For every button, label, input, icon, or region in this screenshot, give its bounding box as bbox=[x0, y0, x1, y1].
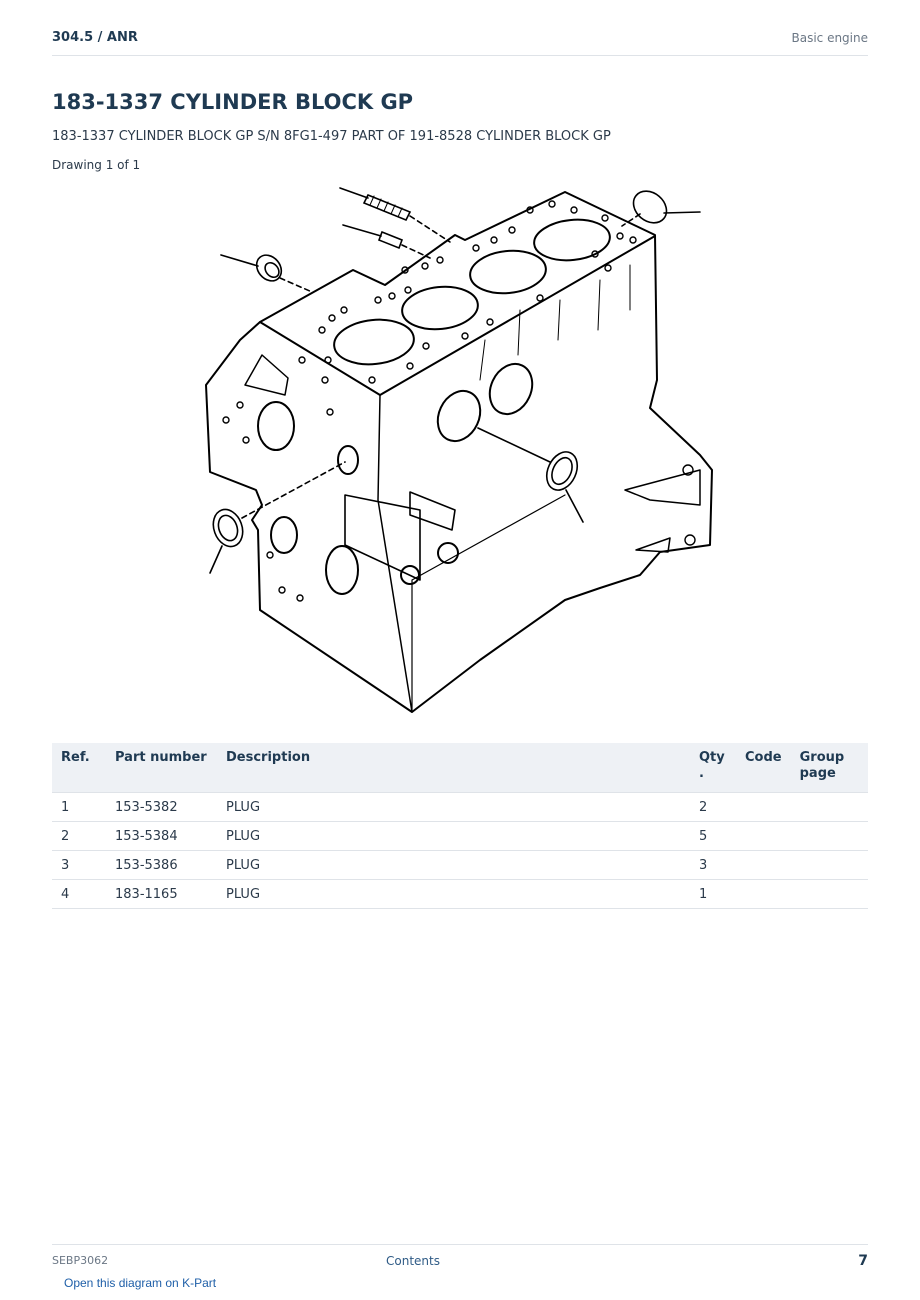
cylinder-block-diagram bbox=[205, 187, 713, 713]
cell-group-page bbox=[790, 792, 868, 822]
cell-group-page bbox=[790, 879, 868, 909]
col-header-ref: Ref. bbox=[52, 743, 106, 793]
cell-ref: 1 bbox=[52, 792, 106, 822]
cell-description: PLUG bbox=[217, 879, 690, 909]
page-header: 304.5 / ANR Basic engine bbox=[52, 28, 868, 56]
cell-code bbox=[736, 792, 791, 822]
table-row: 3 153-5386 PLUG 3 bbox=[52, 850, 868, 880]
cell-group-page bbox=[790, 821, 868, 851]
kpart-link[interactable]: Open this diagram on K-Part bbox=[64, 1276, 217, 1290]
document-id: SEBP3062 bbox=[52, 1254, 109, 1267]
cell-part-number: 153-5382 bbox=[106, 792, 217, 822]
cell-part-number: 153-5384 bbox=[106, 821, 217, 851]
table-row: 2 153-5384 PLUG 5 bbox=[52, 821, 868, 851]
table-row: 4 183-1165 PLUG 1 bbox=[52, 879, 868, 909]
page-number: 7 bbox=[858, 1253, 868, 1269]
page-title: 183-1337 CYLINDER BLOCK GP bbox=[52, 90, 414, 114]
model-label: 304.5 / ANR bbox=[52, 30, 138, 45]
cell-description: PLUG bbox=[217, 850, 690, 880]
contents-link[interactable]: Contents bbox=[386, 1254, 440, 1268]
cell-code bbox=[736, 850, 791, 880]
table-header-row: Ref. Part number Description Qty . Code … bbox=[52, 743, 868, 793]
cell-qty: 1 bbox=[690, 879, 736, 909]
page-subtitle: 183-1337 CYLINDER BLOCK GP S/N 8FG1-497 … bbox=[52, 129, 611, 144]
cell-ref: 4 bbox=[52, 879, 106, 909]
drawing-count-label: Drawing 1 of 1 bbox=[52, 158, 141, 172]
cell-code bbox=[736, 879, 791, 909]
col-header-description: Description bbox=[217, 743, 690, 793]
col-header-code: Code bbox=[736, 743, 791, 793]
cell-part-number: 183-1165 bbox=[106, 879, 217, 909]
table-row: 1 153-5382 PLUG 2 bbox=[52, 792, 868, 822]
parts-table: Ref. Part number Description Qty . Code … bbox=[52, 743, 868, 909]
col-header-group-page: Group page bbox=[790, 743, 868, 793]
section-label: Basic engine bbox=[791, 31, 868, 45]
cell-description: PLUG bbox=[217, 792, 690, 822]
cell-ref: 3 bbox=[52, 850, 106, 880]
cell-ref: 2 bbox=[52, 821, 106, 851]
col-header-part-number: Part number bbox=[106, 743, 217, 793]
cell-code bbox=[736, 821, 791, 851]
cell-description: PLUG bbox=[217, 821, 690, 851]
cell-qty: 5 bbox=[690, 821, 736, 851]
col-header-qty: Qty . bbox=[690, 743, 736, 793]
cell-qty: 3 bbox=[690, 850, 736, 880]
cell-group-page bbox=[790, 850, 868, 880]
page-footer: SEBP3062 Contents 7 bbox=[52, 1244, 868, 1275]
cell-qty: 2 bbox=[690, 792, 736, 822]
cell-part-number: 153-5386 bbox=[106, 850, 217, 880]
